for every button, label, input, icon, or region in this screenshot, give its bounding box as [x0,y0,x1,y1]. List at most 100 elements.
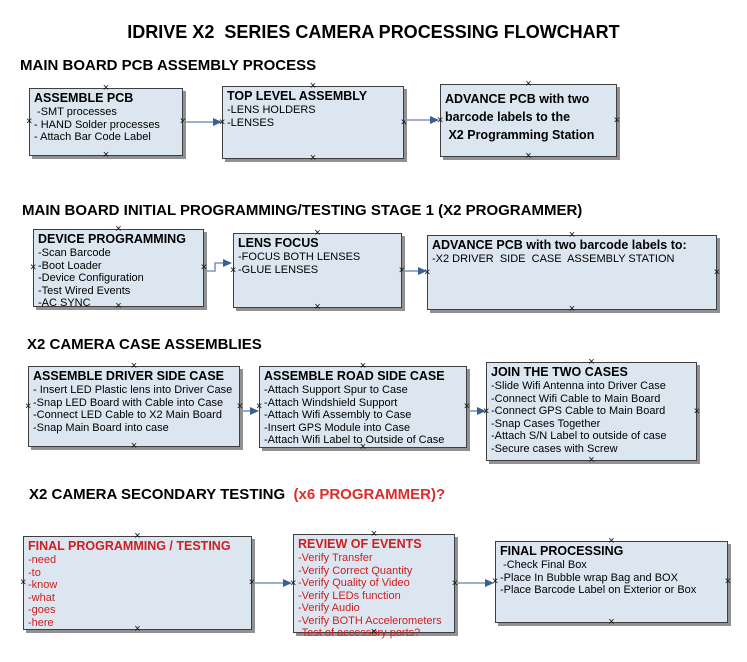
box-item: -Verify Correct Quantity [298,564,413,577]
box-final-programming-testing: FINAL PROGRAMMING / TESTING -need-to-kno… [20,531,255,635]
box-item: - Insert LED Plastic lens into Driver Ca… [33,384,233,396]
box-item: -Connect GPS Cable to Main Board [491,405,666,417]
box-item: -Verify Transfer [298,552,373,564]
box-item: -AC SYNC [38,297,91,309]
box-item: -Place Barcode Label on Exterior or Box [500,584,697,596]
box-item: -SMT processes [34,106,117,118]
connection-handle-icon: × [568,303,576,315]
box-final-programming-testing-title: FINAL PROGRAMMING / TESTING [28,539,231,553]
box-assemble-pcb-items: -SMT processes- HAND Solder processes- A… [34,106,178,144]
box-item: -Snap Cases Together [491,417,601,430]
connection-handle-icon: × [525,78,532,90]
box-item: -Verify Quality of Video [298,577,410,589]
flow-arrow-r4-1 [253,579,292,587]
connection-handle-icon: × [26,115,33,128]
box-item: -Connect LED Cable to X2 Main Board [33,409,222,421]
box-item: -Device Configuration [38,272,144,284]
box-item: -GLUE LENSES [238,263,319,276]
box-item: -here [28,616,54,629]
connection-handle-icon: × [25,400,32,412]
box-device-programming-title: DEVICE PROGRAMMING [38,232,186,246]
box-item: -Test Wired Events [38,284,131,297]
box-assemble-road-side-case-items: -Attach Support Spur to Case-Attach Wind… [264,384,462,447]
connection-handle-icon: × [314,301,321,313]
flow-arrow-r4-2 [456,579,494,587]
box-assemble-pcb-title: ASSEMBLE PCB [34,91,134,105]
box-item: -Attach Windshield Support [264,396,398,409]
box-item: -Verify Audio [298,602,360,614]
box-lens-focus: LENS FOCUS -FOCUS BOTH LENSES-GLUE LENSE… [230,228,405,313]
box-final-processing: FINAL PROCESSING -Check Final Box-Place … [492,536,731,628]
box-final-processing-items: -Check Final Box-Place In Bubble wrap Ba… [500,559,723,597]
box-final-programming-testing-items: -need-to-know-what-goes-here [28,554,247,629]
box-review-of-events-title: REVIEW OF EVENTS [298,537,422,551]
box-advance-pcb-programming-station: ADVANCE PCB with two barcode labels to th… [437,79,620,162]
connection-handle-icon: × [102,149,110,161]
flow-arrow-r3-1 [241,407,259,415]
page-title: IDRIVE X2 SERIES CAMERA PROCESSING FLOWC… [127,22,620,42]
connection-handle-icon: × [713,266,720,278]
box-assemble-driver-side-case: ASSEMBLE DRIVER SIDE CASE - Insert LED P… [25,361,243,452]
box-advance-pcb-driver-side: ADVANCE PCB with two barcode labels to: … [424,230,720,315]
box-item: - HAND Solder processes [34,118,160,131]
connection-handle-icon: × [525,150,532,162]
connection-handle-icon: × [30,261,37,274]
connection-handle-icon: × [724,575,731,588]
box-item: -to [28,566,41,579]
connection-handle-icon: × [309,152,317,164]
box-lens-focus-title: LENS FOCUS [238,236,319,250]
flow-arrow-r3-2 [468,407,486,415]
box-item: ADVANCE PCB with two [445,92,590,106]
box-item: -Attach S/N Label to outside of case [491,430,667,442]
box-item: -Attach Wifi Label to Outside of Case [264,434,445,446]
box-final-processing-title: FINAL PROCESSING [500,544,624,558]
box-advance-pcb-programming-station-lines: ADVANCE PCB with two barcode labels to th… [445,90,612,144]
box-item: -Snap LED Board with Cable into Case [33,396,224,409]
box-item: barcode labels to the [445,110,571,124]
box-item: -Test of accessory ports? [298,627,421,639]
connection-handle-icon: × [20,576,27,589]
box-advance-pcb-driver-side-title: ADVANCE PCB with two barcode labels to: [432,238,687,252]
box-lens-focus-items: -FOCUS BOTH LENSES-GLUE LENSES [238,251,397,276]
box-item: -Attach Wifi Assembly to Case [264,409,412,421]
flow-arrow-r1-2 [405,116,439,124]
box-device-programming: DEVICE PROGRAMMING -Scan Barcode-Boot Lo… [30,224,207,312]
box-item: X2 Programming Station [445,128,595,142]
connection-handle-icon: × [693,405,700,417]
box-join-the-two-cases: JOIN THE TWO CASES -Slide Wifi Antenna i… [483,357,700,466]
connection-handle-icon: × [608,616,615,628]
section-header-secondary-testing-red: (x6 PROGRAMMER)? [293,486,446,503]
box-item: -know [28,579,58,591]
box-item: -X2 DRIVER SIDE CASE ASSEMBLY STATION [432,253,675,265]
box-item: -Insert GPS Module into Case [264,421,411,434]
section-header-secondary-testing-black: X2 CAMERA SECONDARY TESTING [29,486,294,503]
box-item: -goes [28,604,56,616]
box-item: - Attach Bar Code Label [34,131,151,143]
box-device-programming-items: -Scan Barcode-Boot Loader-Device Configu… [38,247,199,310]
box-advance-pcb-driver-side-items: -X2 DRIVER SIDE CASE ASSEMBLY STATION [432,253,712,266]
section-header-initial-programming: MAIN BOARD INITIAL PROGRAMMING/TESTING S… [22,202,583,219]
connection-handle-icon: × [613,114,620,126]
flow-arrow-r2-2 [403,267,427,275]
box-item: -need [28,554,57,566]
section-header-secondary-testing: X2 CAMERA SECONDARY TESTING (x6 PROGRAMM… [29,486,445,503]
box-item: -Place In Bubble wrap Bag and BOX [500,571,678,584]
box-assemble-road-side-case-title: ASSEMBLE ROAD SIDE CASE [264,369,445,383]
box-top-level-assembly-items: -LENS HOLDERS-LENSES [227,104,399,129]
box-item: -Verify LEDs function [298,589,401,602]
box-item: -LENSES [227,116,275,129]
box-item: -Attach Support Spur to Case [264,384,408,396]
box-item: -Snap Main Board into case [33,421,169,434]
box-item: -Slide Wifi Antenna into Driver Case [491,380,666,392]
flow-arrow-r2-elbow [204,259,232,272]
box-join-the-two-cases-title: JOIN THE TWO CASES [491,365,628,379]
box-item: -Scan Barcode [38,247,111,259]
connection-handle-icon: × [588,454,595,466]
box-top-level-assembly-title: TOP LEVEL ASSEMBLY [227,89,368,103]
box-assemble-road-side-case: ASSEMBLE ROAD SIDE CASE -Attach Support … [256,361,470,453]
box-review-of-events: REVIEW OF EVENTS -Verify Transfer-Verify… [290,529,458,640]
connection-handle-icon: × [130,440,138,452]
box-item: -FOCUS BOTH LENSES [238,251,361,263]
section-header-case-assemblies: X2 CAMERA CASE ASSEMBLIES [27,336,262,353]
